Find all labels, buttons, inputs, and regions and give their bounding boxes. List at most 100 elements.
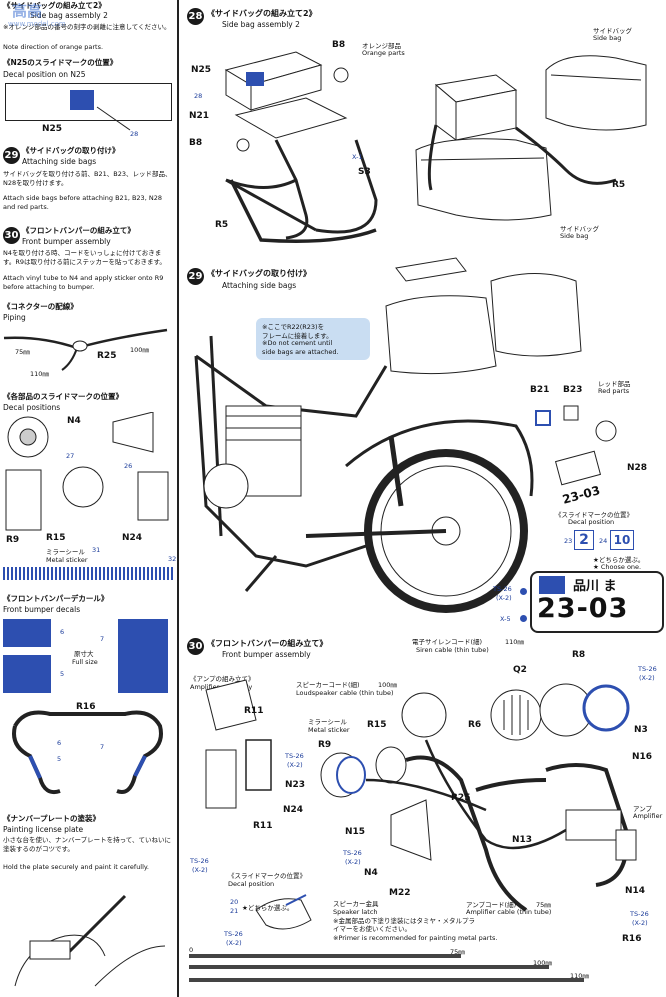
- sec29-left-number: 29: [3, 147, 20, 164]
- sec30-decal-21: 21: [230, 907, 239, 915]
- siren-len: 110㎜: [505, 638, 524, 646]
- piping-110: 110㎜: [30, 370, 49, 378]
- speaker-len: 100㎜: [378, 681, 397, 689]
- piping-100: 100㎜: [130, 346, 149, 354]
- sec29-left-title: 《サイドバッグの取り付け》: [22, 146, 120, 155]
- ampcable-jp: アンプコード(細): [466, 901, 517, 909]
- amp-title-jp: 《アンプの組み立て》: [190, 675, 255, 683]
- sec29-ts26: TS-26: [493, 585, 512, 593]
- speaker-jp: スピーカーコード(細): [296, 681, 360, 689]
- sec30-ts-e: TS-26: [630, 910, 649, 918]
- sec29-number: 29: [187, 268, 204, 285]
- piping-en: Piping: [3, 313, 26, 322]
- bumper-decals-en: Front bumper decals: [3, 605, 81, 614]
- sec30-q2: Q2: [513, 665, 527, 675]
- decal-n24-label: N24: [122, 533, 143, 543]
- sec30-ts-d: TS-26: [343, 849, 362, 857]
- sec30-ts-f: TS-26: [224, 930, 243, 938]
- sec28-left-note-en: Note direction of orange parts.: [3, 43, 104, 51]
- sec29-red-en: Red parts: [598, 387, 630, 395]
- sec29-left-en: Attaching side bags: [22, 157, 97, 166]
- scale-110-bar: [189, 978, 584, 982]
- sec30-ts-c: TS-26: [190, 857, 209, 865]
- sec29-note-1: ※ここでR22(R23)を: [262, 323, 325, 331]
- amp-label-en: Amplifier: [633, 812, 663, 820]
- siren-en: Siren cable (thin tube): [416, 646, 489, 654]
- sec30-left-number: 30: [3, 227, 20, 244]
- bumper-r16-label: R16: [76, 702, 96, 712]
- sec29-x2: (X-2): [496, 594, 512, 602]
- bumper-drawing: [12, 710, 163, 795]
- sec30-decal-en: Decal position: [228, 880, 275, 888]
- sec28-left-note-jp: ※オレンジ部品の番号の刻字の剥離に注意してください。: [3, 23, 171, 31]
- latch-note-en: ※Primer is recommended for painting meta…: [333, 934, 498, 942]
- bumper-decal-7: 7: [100, 635, 105, 643]
- sec28-r5-left: R5: [215, 220, 229, 230]
- sec29-note-4: side bags are attached.: [262, 348, 339, 356]
- sec28-drawing: [224, 51, 647, 243]
- sec30-x2-b: (X-2): [639, 674, 655, 682]
- sec28-sidebag-jp-top: サイドバッグ: [593, 27, 632, 35]
- watermark-url: www.model.com: [8, 20, 66, 28]
- bumper-7-mark: 7: [100, 743, 105, 751]
- sec30-x2-d: (X-2): [345, 858, 361, 866]
- sec28-en: Side bag assembly 2: [222, 20, 300, 29]
- sec29-b21: B21: [530, 385, 550, 395]
- full-size-jp: 原寸大: [74, 650, 94, 658]
- sec29-choose-en: ★ Choose one.: [593, 563, 642, 571]
- sec29-decal-24: 24: [599, 537, 608, 545]
- sec29-b23: B23: [563, 385, 583, 395]
- plate-painting-hands: [14, 894, 166, 987]
- n25-label: N25: [42, 124, 63, 134]
- sec29-red-jp: レッド部品: [598, 380, 631, 388]
- sec28-orange-jp: オレンジ部品: [362, 42, 401, 50]
- plate-body-en: Hold the plate securely and paint it car…: [3, 863, 149, 871]
- sec30-ts-b: TS-26: [638, 665, 657, 673]
- sec30-en: Front bumper assembly: [222, 650, 311, 659]
- decal-27: 27: [66, 452, 75, 460]
- sec30-left-en: Front bumper assembly: [22, 237, 111, 246]
- bumper-decal-7-swatch: [118, 619, 168, 693]
- sec28-b8-left: B8: [189, 138, 203, 148]
- metal-sticker-jp: ミラーシール: [46, 548, 85, 556]
- license-plate-blue-decal: [539, 576, 565, 594]
- sec29-en: Attaching side bags: [222, 281, 297, 290]
- sec30-r15: R15: [367, 720, 387, 730]
- sec29-note-box: [256, 318, 370, 360]
- sec30-r9: R9: [318, 740, 332, 750]
- sec29-decal-10-box: 10: [610, 530, 634, 550]
- bumper-decal-5-swatch: [3, 655, 51, 693]
- sec29-decal-23: 23: [564, 537, 573, 545]
- sec28-number: 28: [187, 8, 204, 25]
- sec28-x1: X-1: [352, 153, 363, 161]
- scale-75: 75㎜: [450, 948, 465, 956]
- sec28-b8-top: B8: [332, 40, 346, 50]
- decal-n25-en: Decal position on N25: [3, 70, 86, 79]
- sec29-motorcycle-drawing: [194, 257, 617, 613]
- piping-title: 《コネクターの配線》: [3, 302, 78, 311]
- metal-sticker-en: Metal sticker: [46, 556, 88, 564]
- sec29-note-3: ※Do not cement until: [262, 339, 333, 347]
- sec30-decal-jp: 《スライドマークの位置》: [228, 872, 306, 880]
- bumper-6-mark: 6: [57, 739, 62, 747]
- sec30-number: 30: [187, 638, 204, 655]
- sec30-x2-a: (X-2): [287, 761, 303, 769]
- sec30-n14: N14: [625, 886, 646, 896]
- sec28-n25: N25: [191, 65, 212, 75]
- sec28-left-title: 《サイドバッグの組み立て2》: [3, 1, 106, 10]
- decals-en: Decal positions: [3, 403, 61, 412]
- scale-75-bar: [189, 954, 461, 958]
- sec30-r6: R6: [468, 720, 482, 730]
- ampcable-len: 75㎜: [536, 901, 551, 909]
- sec30-m22: M22: [389, 888, 411, 898]
- decal-32: 32: [168, 555, 177, 563]
- sec30-r8: R8: [572, 650, 586, 660]
- sec28-decal-28: 28: [194, 92, 203, 100]
- sec28-title: 《サイドバッグの組み立て2》: [207, 9, 317, 18]
- scale-zero: 0: [189, 946, 194, 954]
- paint-dot-2: [520, 615, 527, 622]
- sec30-x2-e: (X-2): [632, 919, 648, 927]
- sec28-s3: S3: [358, 167, 371, 177]
- sec29-decal-en: Decal position: [568, 518, 615, 526]
- sec28-sidebag-en-top: Side bag: [593, 34, 622, 42]
